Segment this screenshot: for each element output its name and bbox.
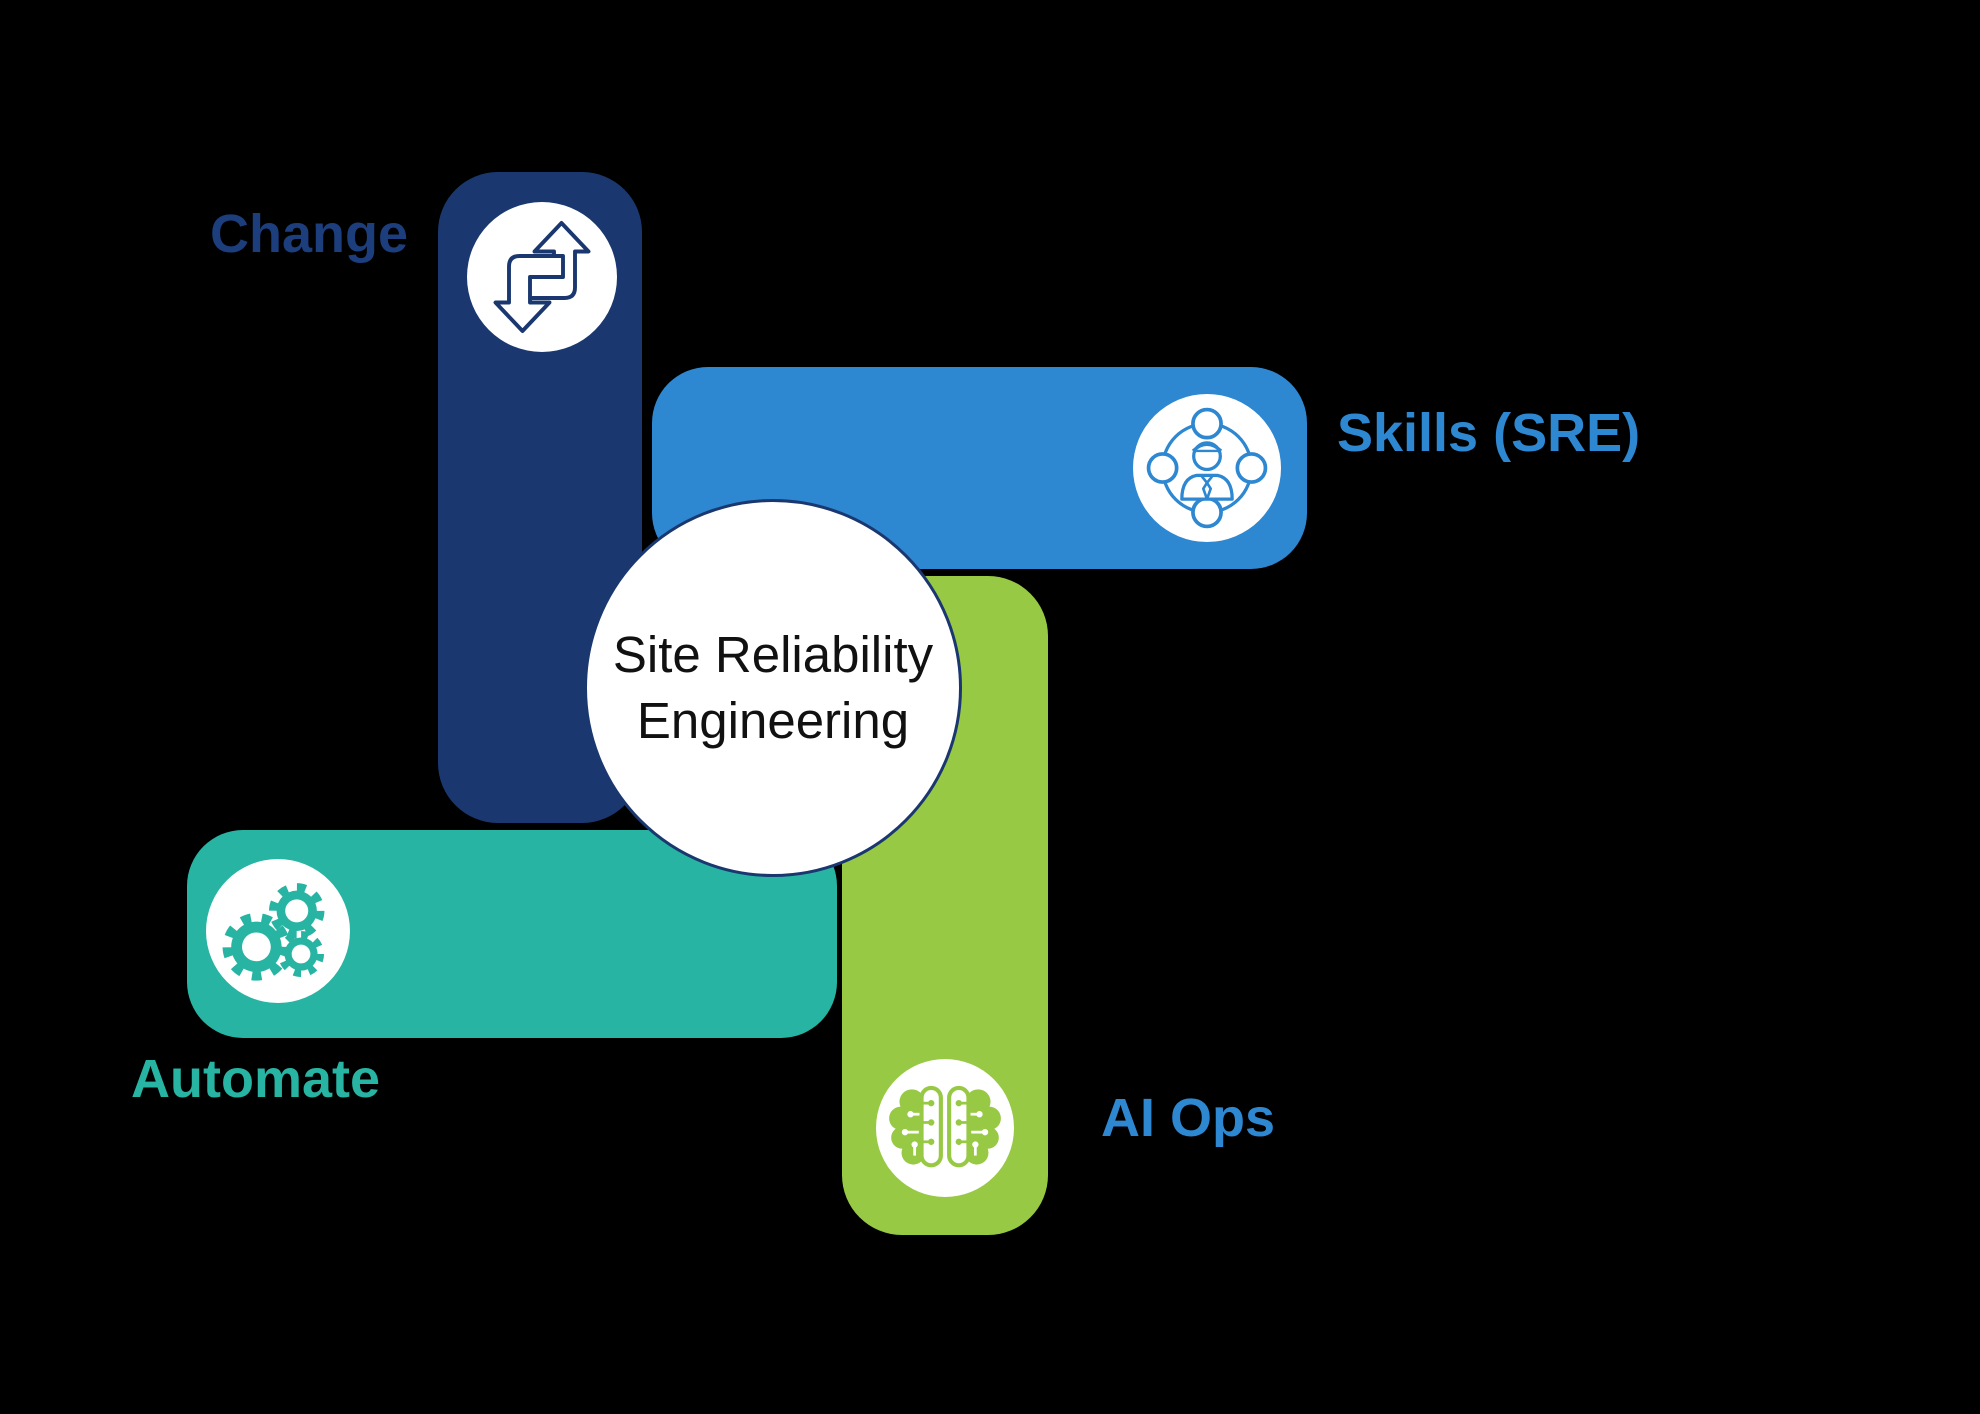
circuit-brain-icon (876, 1059, 1014, 1197)
center-title-line1: Site Reliability (612, 626, 934, 683)
swap-arrows-icon (467, 202, 617, 352)
skills-sre-label: Skills (SRE) (1337, 403, 1641, 463)
change-label: Change (210, 204, 409, 264)
center-title-line2: Engineering (636, 692, 910, 749)
automate-label: Automate (131, 1049, 381, 1109)
center-title-circle: Site Reliability Engineering (584, 499, 962, 877)
ai-ops-label: AI Ops (1101, 1088, 1276, 1148)
gears-icon (206, 859, 350, 1003)
team-orbit-icon (1133, 394, 1281, 542)
